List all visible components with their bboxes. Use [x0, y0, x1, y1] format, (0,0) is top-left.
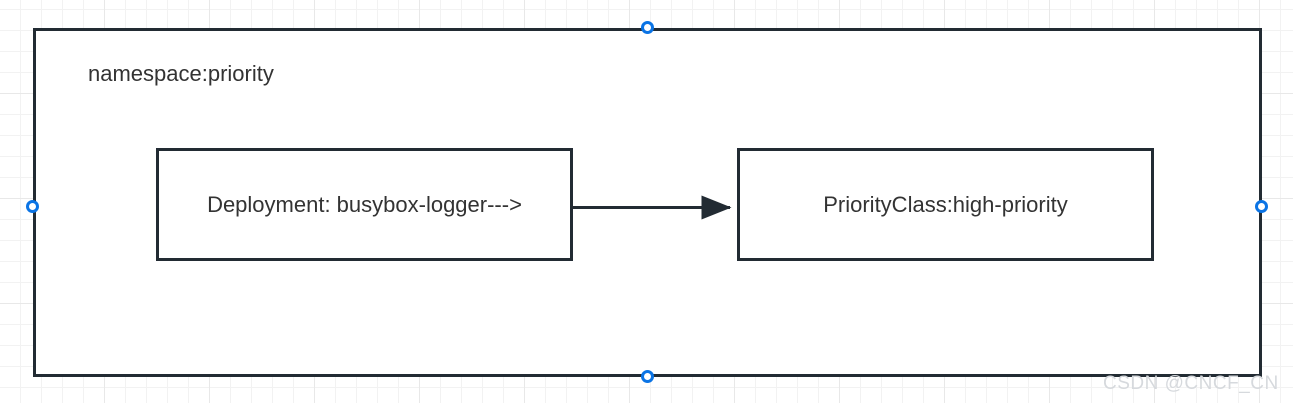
node-priorityclass[interactable]: PriorityClass:high-priority	[737, 148, 1154, 261]
connector-arrow[interactable]	[570, 188, 742, 228]
namespace-label: namespace:priority	[88, 61, 274, 86]
node-deployment[interactable]: Deployment: busybox-logger--->	[156, 148, 573, 261]
selection-handle-right[interactable]	[1255, 200, 1268, 213]
selection-handle-left[interactable]	[26, 200, 39, 213]
selection-handle-bottom[interactable]	[641, 370, 654, 383]
selection-handle-top[interactable]	[641, 21, 654, 34]
